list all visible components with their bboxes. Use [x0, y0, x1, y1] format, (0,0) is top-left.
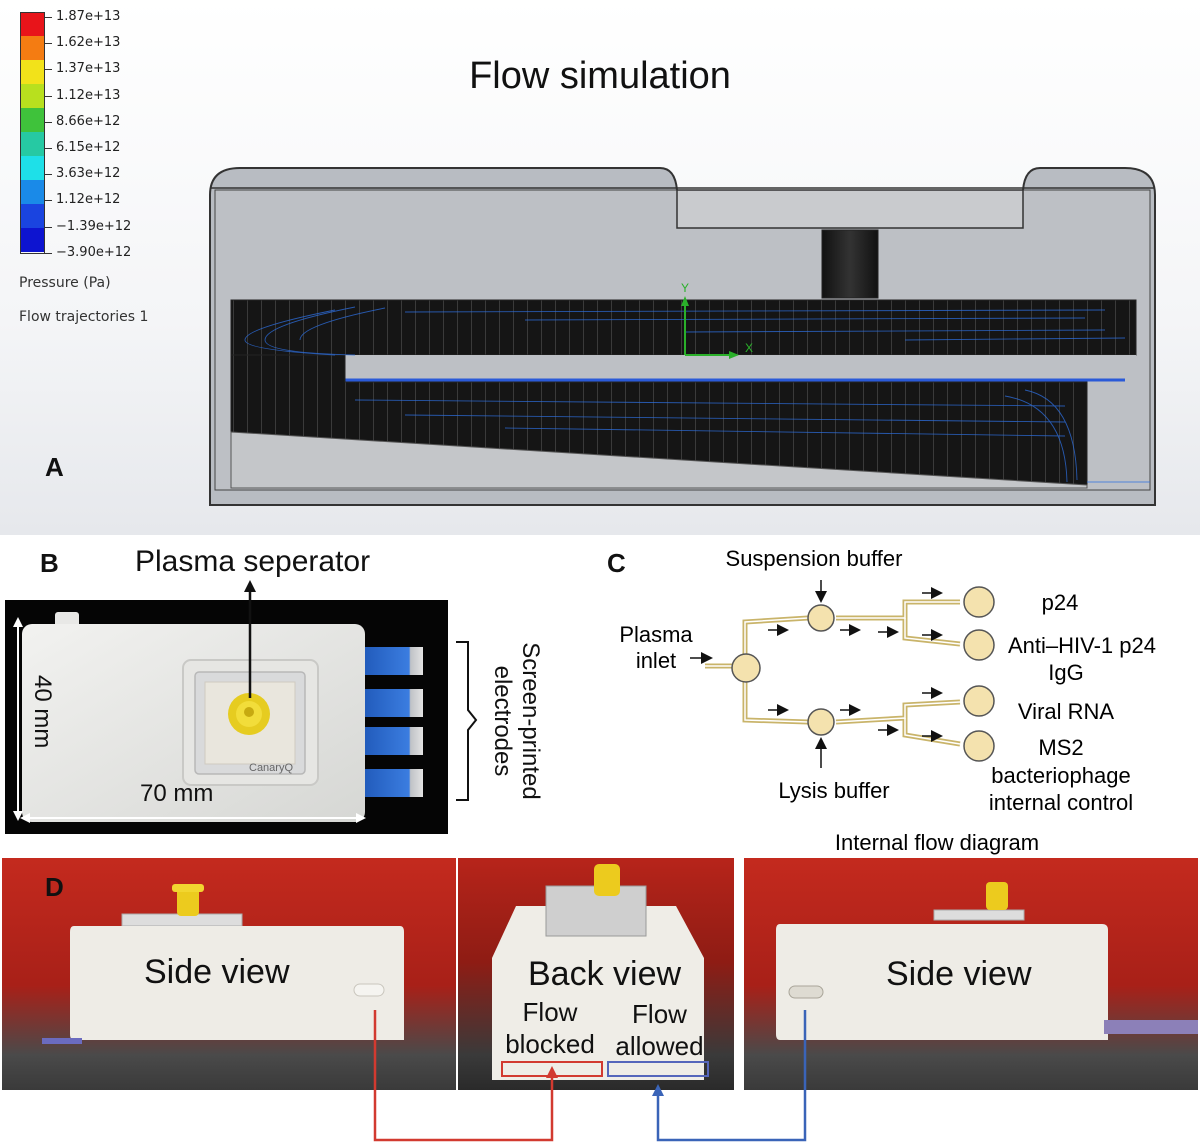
legend-value: 3.63e+12: [56, 166, 121, 182]
coordinate-axes: Y X: [681, 281, 753, 359]
legend-value: −1.39e+12: [56, 218, 132, 234]
electrodes-label-line1: Screen-printed: [517, 642, 544, 800]
upper-channel: [230, 299, 1137, 356]
legend-value: 6.15e+12: [56, 140, 121, 155]
electrodes-label: Screen-printed electrodes: [489, 632, 550, 812]
height-dimension-label: 40 mm: [29, 675, 56, 749]
legend-swatch: [20, 60, 44, 84]
internal-flow-caption: Internal flow diagram: [835, 830, 1039, 855]
legend-swatch: [20, 180, 44, 204]
trajectories-label: Flow trajectories 1: [19, 309, 149, 325]
axis-x-label: X: [745, 341, 753, 355]
electrodes-label-line2: electrodes: [489, 665, 516, 777]
chambers: [731, 586, 995, 762]
legend-swatch: [20, 132, 44, 156]
flow-simulation-title: Flow simulation: [469, 55, 731, 97]
output-rna-label: Viral RNA: [1018, 699, 1115, 724]
plasma-separator-label: Plasma seperator: [135, 545, 371, 578]
dimension-arrows: [13, 617, 366, 823]
side-view-right-label: Side view: [886, 955, 1032, 993]
output-ms2-label-line1: MS2: [1038, 735, 1083, 760]
width-dimension-label: 70 mm: [140, 780, 214, 807]
legend-swatch: [20, 12, 44, 36]
electrode-strips: [360, 647, 423, 797]
legend-value: 1.12e+12: [56, 192, 121, 208]
panel-letter-a: A: [45, 452, 64, 482]
legend-value: 1.37e+13: [56, 61, 121, 77]
pressure-label: Pressure (Pa): [19, 275, 111, 291]
legend-swatch: [20, 36, 44, 60]
legend-value: 1.62e+13: [56, 35, 121, 51]
legend-swatch: [20, 228, 44, 252]
flow-allowed-label: Flow allowed: [612, 998, 707, 1062]
legend-value: 1.87e+13: [56, 9, 121, 24]
panel-letter-c: C: [607, 548, 626, 578]
flow-arrows: [690, 580, 943, 768]
legend-value: 1.12e+13: [56, 87, 121, 103]
legend-value: −3.90e+12: [56, 244, 132, 260]
legend-swatch: [20, 156, 44, 180]
panel-a-flow-simulation: 1.87e+13 1.62e+13 1.37e+13 1.12e+13 8.66e+12…: [0, 0, 1200, 535]
legend-value: 8.66e+12: [56, 113, 121, 129]
flow-allowed-line1: Flow: [632, 999, 687, 1029]
flow-blocked-label: Flow blocked: [505, 996, 595, 1060]
back-view-photo: [458, 858, 734, 1090]
suspension-buffer-label: Suspension buffer: [726, 546, 903, 571]
allowed-connector: [656, 1010, 807, 1142]
legend-swatch: [20, 204, 44, 228]
panel-letter-b: B: [40, 548, 59, 578]
panel-letter-d: D: [45, 872, 64, 902]
blocked-connector: [373, 1010, 554, 1142]
flow-blocked-line2: blocked: [505, 1029, 595, 1059]
output-ms2-label-line3: internal control: [989, 790, 1133, 815]
device-top-photo: CanaryQ: [5, 600, 448, 834]
brand-label: CanaryQ: [249, 762, 293, 774]
internal-flow-diagram: Suspension buffer Plasma inlet Lysis buf…: [619, 546, 1156, 855]
plasma-inlet-label-line2: inlet: [636, 648, 676, 673]
legend-swatch: [20, 84, 44, 108]
flow-trajectories: [244, 306, 1150, 483]
side-view-left-label: Side view: [144, 953, 290, 991]
legend-swatch: [20, 108, 44, 132]
output-igg-label-line2: IgG: [1048, 660, 1083, 685]
electrode-bracket: [456, 641, 478, 801]
output-igg-label-line1: Anti–HIV-1 p24: [1008, 633, 1156, 658]
separator-arrow: [244, 580, 256, 698]
device-top-illustration: CanaryQ: [22, 612, 423, 822]
back-view-label: Back view: [528, 955, 682, 993]
top-cap: [676, 189, 1024, 229]
flow-blocked-line1: Flow: [522, 997, 578, 1027]
inlet-pillar: [821, 229, 879, 299]
output-ms2-label-line2: bacteriophage: [991, 763, 1130, 788]
side-view-right-photo: [744, 858, 1198, 1090]
axis-y-label: Y: [681, 281, 689, 295]
flow-allowed-line2: allowed: [615, 1031, 704, 1061]
device-cross-section: Y X: [209, 167, 1156, 506]
output-p24-label: p24: [1042, 590, 1079, 615]
flow-connector-lines: [373, 1010, 807, 1142]
lysis-buffer-label: Lysis buffer: [778, 778, 889, 803]
side-view-left-photo: [2, 858, 456, 1090]
plasma-inlet-label-line1: Plasma: [619, 622, 693, 647]
